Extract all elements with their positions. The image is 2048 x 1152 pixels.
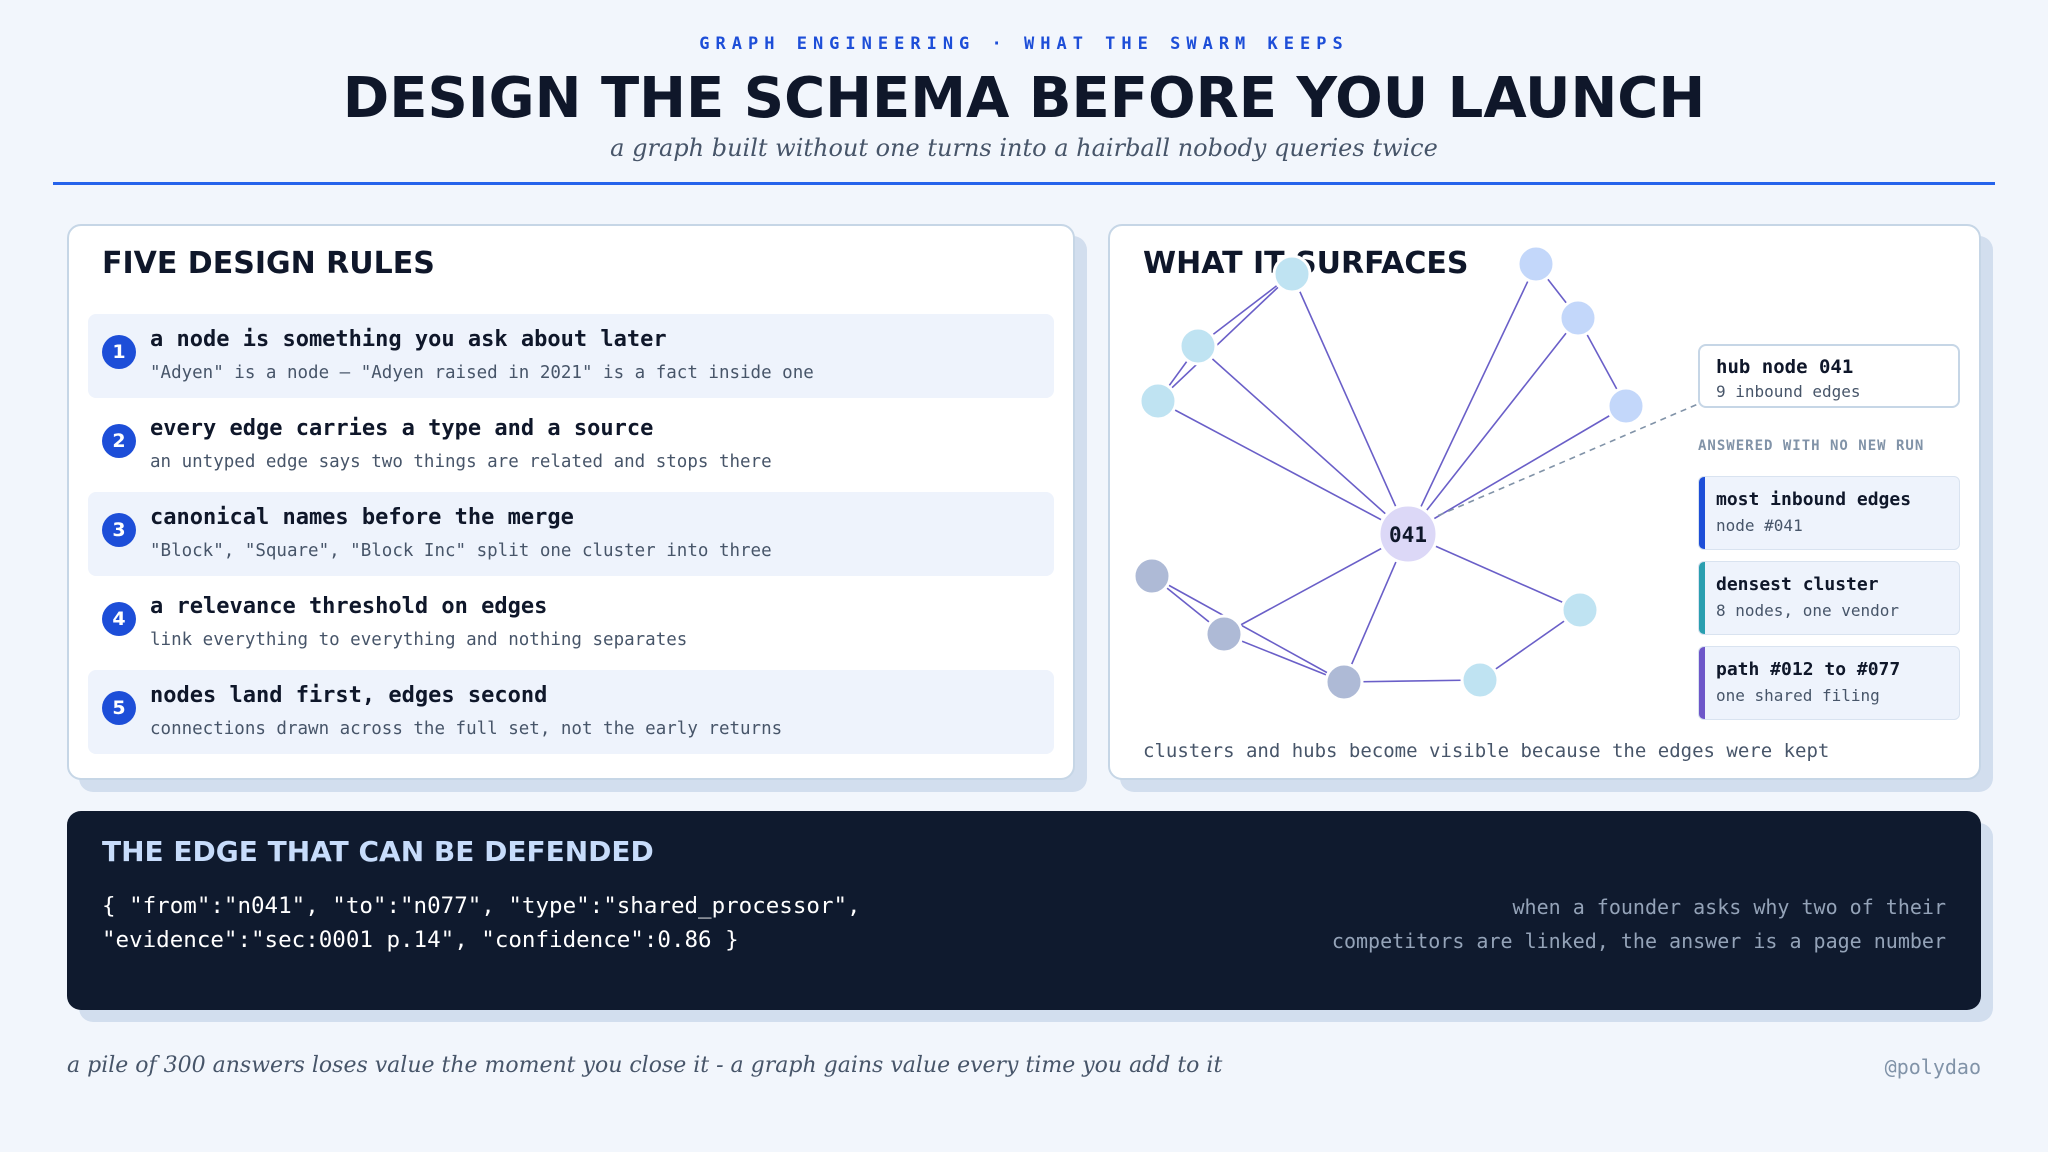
graph-edge — [1407, 317, 1579, 535]
fact-card: path #012 to #077 one shared filing — [1698, 646, 1960, 720]
rule-number-badge: 3 — [102, 513, 136, 547]
rule-detail: connections drawn across the full set, n… — [150, 719, 783, 739]
defended-edge-note: competitors are linked, the answer is a … — [1331, 929, 1946, 953]
edge-json-line: { "from":"n041", "to":"n077", "type":"sh… — [102, 893, 861, 919]
graph-edge — [1407, 533, 1581, 611]
fact-title: most inbound edges — [1716, 489, 1912, 510]
graph-node — [1558, 298, 1598, 338]
rules-card: FIVE DESIGN RULES 1 a node is something … — [67, 224, 1075, 780]
rules-card-title: FIVE DESIGN RULES — [102, 246, 435, 281]
rule-detail: link everything to everything and nothin… — [150, 630, 688, 650]
rule-item: 3 canonical names before the merge "Bloc… — [88, 492, 1054, 576]
defended-edge-panel: THE EDGE THAT CAN BE DEFENDED { "from":"… — [67, 811, 1981, 1010]
rule-item: 2 every edge carries a type and a source… — [88, 403, 1054, 487]
graph-edge — [1223, 533, 1409, 635]
graph-edge — [1343, 679, 1481, 683]
graph-node — [1460, 660, 1500, 700]
graph-node — [1204, 614, 1244, 654]
defended-edge-title: THE EDGE THAT CAN BE DEFENDED — [102, 835, 654, 868]
graph-edge — [1157, 400, 1409, 535]
rule-heading: a relevance threshold on edges — [150, 594, 548, 619]
graph-node — [1606, 386, 1646, 426]
rule-detail: "Block", "Square", "Block Inc" split one… — [150, 541, 772, 561]
hub-node-callout: hub node 041 9 inbound edges — [1698, 344, 1960, 408]
rule-item: 1 a node is something you ask about late… — [88, 314, 1054, 398]
header-divider — [53, 182, 1995, 185]
graph-edge — [1197, 273, 1293, 347]
fact-accent-bar — [1699, 477, 1705, 549]
rule-number-badge: 1 — [102, 335, 136, 369]
fact-accent-bar — [1699, 647, 1705, 719]
graph-edge — [1223, 633, 1345, 683]
kicker: GRAPH ENGINEERING · WHAT THE SWARM KEEPS — [699, 34, 1349, 54]
graph-edge — [1291, 273, 1409, 535]
rule-number-badge: 4 — [102, 602, 136, 636]
hub-callout-detail: 9 inbound edges — [1716, 382, 1861, 401]
graph-edge — [1197, 345, 1409, 535]
graph-node — [1132, 556, 1172, 596]
rule-heading: every edge carries a type and a source — [150, 416, 654, 441]
page-subtitle: a graph built without one turns into a h… — [610, 134, 1438, 162]
fact-title: densest cluster — [1716, 574, 1879, 595]
fact-card: most inbound edges node #041 — [1698, 476, 1960, 550]
graph-node — [1516, 244, 1556, 284]
fact-accent-bar — [1699, 562, 1705, 634]
fact-detail: node #041 — [1716, 516, 1803, 535]
author-handle: @polydao — [1884, 1055, 1981, 1079]
fact-detail: one shared filing — [1716, 686, 1880, 705]
rule-detail: an untyped edge says two things are rela… — [150, 452, 772, 472]
rule-number-badge: 5 — [102, 691, 136, 725]
graph-node — [1324, 662, 1364, 702]
hub-node — [1377, 503, 1439, 565]
network-graph: 041 — [1132, 244, 1699, 702]
fact-card: densest cluster 8 nodes, one vendor — [1698, 561, 1960, 635]
hub-node-label: 041 — [1389, 523, 1427, 547]
edge-json-line: "evidence":"sec:0001 p.14", "confidence"… — [102, 927, 739, 953]
graph-node — [1178, 326, 1218, 366]
rule-item: 5 nodes land first, edges second connect… — [88, 670, 1054, 754]
graph-caption: clusters and hubs become visible because… — [1143, 740, 1830, 762]
graph-node — [1138, 381, 1178, 421]
graph-node — [1560, 590, 1600, 630]
surfaces-card: WHAT IT SURFACES — [1108, 224, 1981, 780]
rule-detail: "Adyen" is a node — "Adyen raised in 202… — [150, 363, 814, 383]
footer-quote: a pile of 300 answers loses value the mo… — [67, 1053, 1223, 1078]
rule-heading: canonical names before the merge — [150, 505, 574, 530]
rule-item: 4 a relevance threshold on edges link ev… — [88, 581, 1054, 665]
graph-edge — [1407, 405, 1627, 535]
fact-title: path #012 to #077 — [1716, 659, 1901, 680]
graph-nodes — [1132, 244, 1646, 702]
rule-number-badge: 2 — [102, 424, 136, 458]
hub-callout-line — [1427, 403, 1699, 521]
defended-edge-note: when a founder asks why two of their — [1512, 895, 1946, 919]
fact-detail: 8 nodes, one vendor — [1716, 601, 1900, 620]
graph-node — [1272, 254, 1312, 294]
graph-edge — [1151, 575, 1345, 683]
page-title: DESIGN THE SCHEMA BEFORE YOU LAUNCH — [342, 66, 1706, 131]
answered-label: ANSWERED WITH NO NEW RUN — [1698, 438, 1925, 454]
hub-callout-title: hub node 041 — [1716, 356, 1854, 378]
rule-heading: a node is something you ask about later — [150, 327, 667, 352]
rule-heading: nodes land first, edges second — [150, 683, 548, 708]
graph-edge — [1157, 273, 1293, 402]
graph-edge — [1407, 263, 1537, 535]
graph-edge — [1479, 609, 1581, 681]
